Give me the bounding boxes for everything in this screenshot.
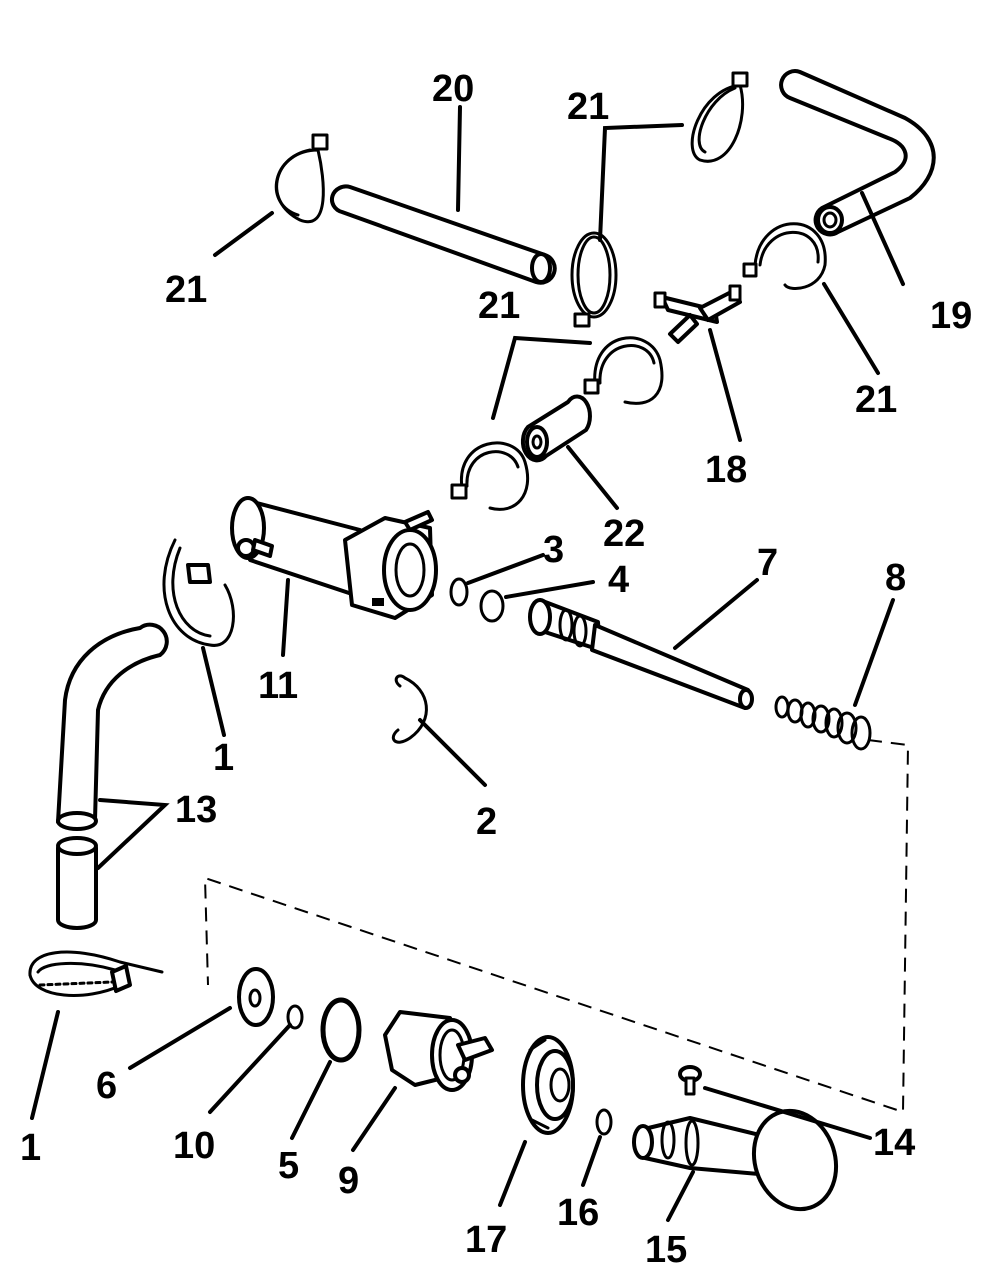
callout-7: 7 (757, 542, 778, 584)
part-5-seal-ring (320, 997, 362, 1063)
callout-20: 20 (432, 68, 474, 110)
callout-1-upper: 1 (213, 737, 234, 779)
callout-21-left: 21 (165, 269, 207, 311)
part-7-plunger (528, 598, 754, 710)
part-3-o-ring (449, 577, 469, 607)
part-14-screw (678, 1065, 702, 1096)
part-21-clamp-top-center (570, 231, 618, 328)
assembly-guide-lines (203, 739, 910, 1114)
callout-5: 5 (278, 1145, 299, 1187)
callout-8: 8 (885, 557, 906, 599)
callout-13: 13 (175, 789, 217, 831)
part-4-o-ring (479, 589, 505, 623)
callout-1-lower: 1 (20, 1127, 41, 1169)
part-2-retaining-ring (391, 674, 428, 744)
part-18-fitting (653, 284, 742, 344)
part-1-clamp-upper (162, 538, 235, 647)
part-19-bent-hose (779, 69, 936, 237)
callout-6: 6 (96, 1065, 117, 1107)
part-15-handle (632, 1108, 839, 1212)
callout-21-top: 21 (567, 86, 609, 128)
callout-4: 4 (608, 559, 629, 601)
callout-22: 22 (603, 513, 645, 555)
callout-9: 9 (338, 1160, 359, 1202)
part-21-clamp-top-right (690, 71, 749, 163)
part-21-clamp-mid (583, 336, 664, 405)
callout-21-mid: 21 (478, 285, 520, 327)
callout-2: 2 (476, 801, 497, 843)
callout-17: 17 (465, 1219, 507, 1261)
part-16-o-ring (595, 1108, 613, 1136)
callout-14: 14 (873, 1122, 915, 1164)
part-11-primer-body (230, 496, 438, 620)
part-6-washer (237, 967, 275, 1027)
part-21-clamp-right (742, 222, 827, 290)
part-9-nut (383, 1010, 494, 1092)
leader-lines (30, 105, 905, 1222)
callout-labels: 20 21 21 19 21 21 18 22 3 4 7 8 11 1 13 … (20, 68, 972, 1270)
part-21-clamp-top-left (274, 133, 329, 224)
part-10-o-ring (286, 1004, 304, 1030)
part-1-clamp-lower (28, 950, 164, 997)
callout-3: 3 (543, 529, 564, 571)
part-8-spring (774, 695, 872, 751)
part-20-hose (329, 184, 557, 285)
part-21-clamp-lower-mid (450, 441, 530, 511)
callout-18: 18 (705, 449, 747, 491)
part-13-hose (56, 622, 169, 930)
part-17-cap (521, 1035, 575, 1135)
callout-15: 15 (645, 1229, 687, 1270)
part-22-sleeve (520, 394, 592, 463)
callout-16: 16 (557, 1192, 599, 1234)
callout-11: 11 (258, 665, 298, 707)
callout-10: 10 (173, 1125, 215, 1167)
callout-19: 19 (930, 295, 972, 337)
callout-21-right: 21 (855, 379, 897, 421)
